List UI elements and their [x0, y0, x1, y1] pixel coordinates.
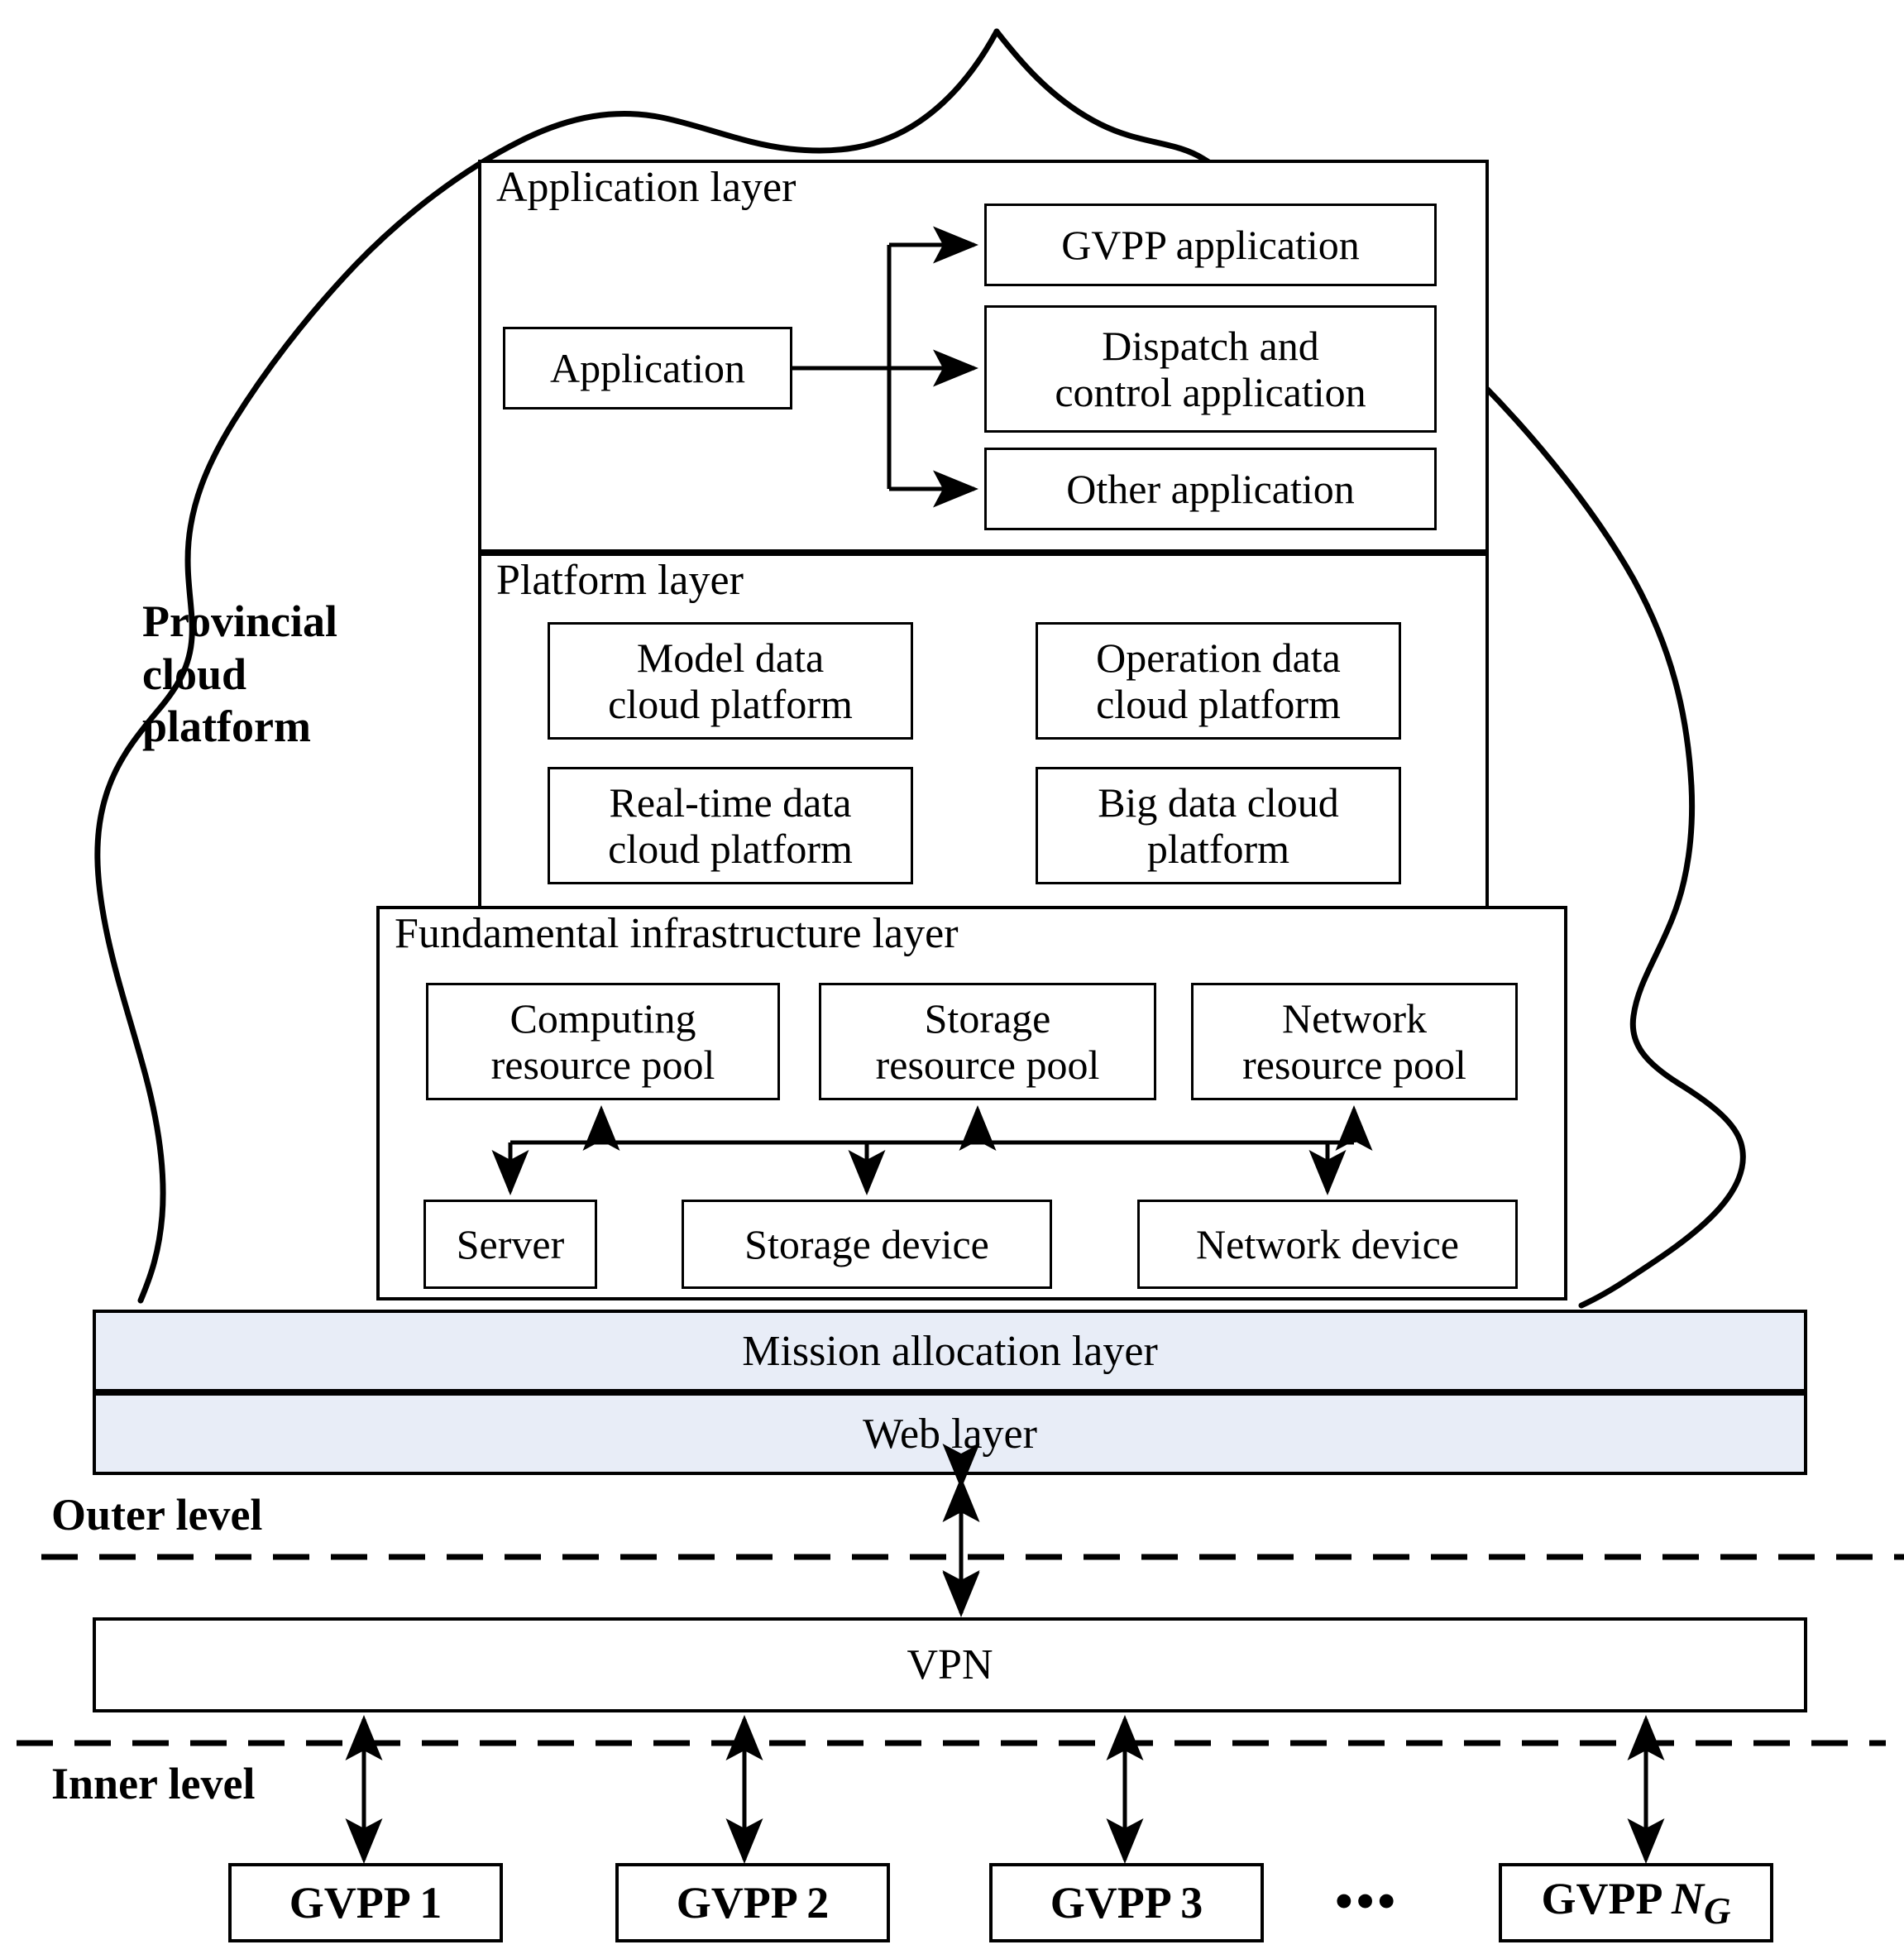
web-layer-band[interactable]: Web layer: [93, 1392, 1807, 1475]
inner-level-label: Inner level: [51, 1759, 256, 1808]
vpn-band[interactable]: VPN: [93, 1617, 1807, 1712]
bigdata-cloud-platform-label: Big data cloud platform: [1098, 779, 1339, 872]
gvpp-unit-n-label: GVPP NG: [1542, 1873, 1731, 1933]
outer-level-label: Outer level: [51, 1490, 263, 1540]
network-resource-pool-node[interactable]: Network resource pool: [1191, 983, 1518, 1100]
realtime-data-cloud-platform-label: Real-time data cloud platform: [608, 779, 853, 872]
gvpp-unit-n-subscript: G: [1704, 1890, 1731, 1932]
vpn-label: VPN: [907, 1641, 993, 1688]
infrastructure-layer-title: Fundamental infrastructure layer: [395, 910, 959, 957]
dispatch-control-application-label: Dispatch and control application: [1055, 323, 1366, 415]
dispatch-control-application-node[interactable]: Dispatch and control application: [984, 305, 1437, 433]
gvpp-unit-n-prefix: GVPP: [1541, 1874, 1672, 1924]
gvpp-unit-3[interactable]: GVPP 3: [989, 1863, 1264, 1942]
gvpp-unit-2-label: GVPP 2: [676, 1878, 830, 1928]
bigdata-cloud-platform-node[interactable]: Big data cloud platform: [1036, 767, 1401, 884]
operation-data-cloud-platform-label: Operation data cloud platform: [1096, 635, 1341, 727]
application-node[interactable]: Application: [503, 327, 792, 410]
gvpp-application-node[interactable]: GVPP application: [984, 204, 1437, 286]
mission-allocation-layer-band[interactable]: Mission allocation layer: [93, 1310, 1807, 1392]
model-data-cloud-platform-label: Model data cloud platform: [608, 635, 853, 727]
gvpp-unit-n[interactable]: GVPP NG: [1499, 1863, 1773, 1942]
model-data-cloud-platform-node[interactable]: Model data cloud platform: [548, 622, 913, 740]
gvpp-unit-1[interactable]: GVPP 1: [228, 1863, 503, 1942]
server-node[interactable]: Server: [423, 1200, 597, 1289]
provincial-cloud-platform-label: Provincial cloud platform: [142, 596, 337, 752]
storage-device-node[interactable]: Storage device: [682, 1200, 1052, 1289]
network-resource-pool-label: Network resource pool: [1242, 995, 1466, 1088]
network-device-node[interactable]: Network device: [1137, 1200, 1518, 1289]
other-application-node[interactable]: Other application: [984, 448, 1437, 530]
computing-resource-pool-label: Computing resource pool: [490, 995, 715, 1088]
application-layer-title: Application layer: [496, 164, 797, 211]
gvpp-unit-3-label: GVPP 3: [1050, 1878, 1203, 1928]
network-device-label: Network device: [1196, 1221, 1459, 1267]
mission-allocation-layer-label: Mission allocation layer: [742, 1327, 1158, 1375]
application-node-label: Application: [549, 345, 746, 391]
platform-layer-title: Platform layer: [496, 557, 744, 604]
computing-resource-pool-node[interactable]: Computing resource pool: [426, 983, 780, 1100]
provincial-cloud-outline-left: [94, 28, 1000, 1304]
storage-resource-pool-label: Storage resource pool: [875, 995, 1100, 1088]
gvpp-unit-1-label: GVPP 1: [289, 1878, 443, 1928]
realtime-data-cloud-platform-node[interactable]: Real-time data cloud platform: [548, 767, 913, 884]
server-label: Server: [456, 1221, 565, 1267]
other-application-label: Other application: [1066, 466, 1355, 512]
gvpp-ellipsis: •••: [1335, 1874, 1399, 1930]
storage-resource-pool-node[interactable]: Storage resource pool: [819, 983, 1156, 1100]
operation-data-cloud-platform-node[interactable]: Operation data cloud platform: [1036, 622, 1401, 740]
gvpp-unit-n-symbol: N: [1672, 1874, 1704, 1924]
gvpp-unit-2[interactable]: GVPP 2: [615, 1863, 890, 1942]
storage-device-label: Storage device: [744, 1221, 989, 1267]
gvpp-application-label: GVPP application: [1061, 222, 1360, 268]
